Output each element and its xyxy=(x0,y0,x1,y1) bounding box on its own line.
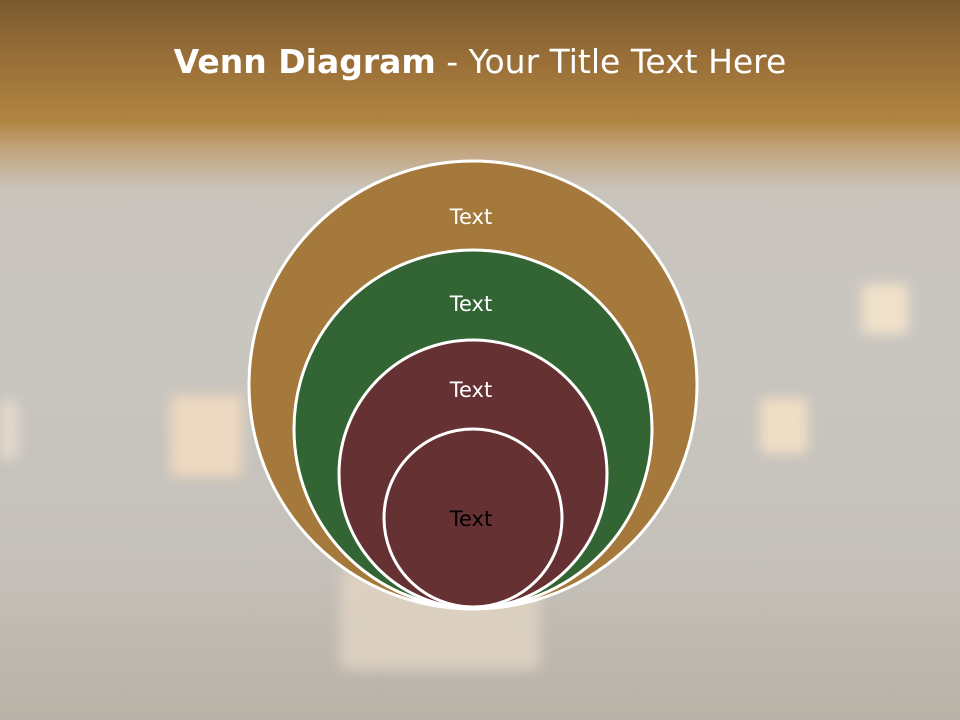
venn-circle-label-2: Text xyxy=(449,292,492,316)
background-light xyxy=(170,395,242,477)
title-rest: - Your Title Text Here xyxy=(435,42,787,81)
title-bold: Venn Diagram xyxy=(173,42,436,81)
venn-circle-4 xyxy=(382,427,564,609)
venn-circle-label-4: Text xyxy=(449,507,492,531)
venn-circle-label-1: Text xyxy=(449,205,492,229)
background-light xyxy=(0,400,18,460)
page-title: Venn Diagram - Your Title Text Here xyxy=(0,40,960,84)
background-light xyxy=(862,284,908,334)
background-light xyxy=(760,398,808,454)
venn-circle-label-3: Text xyxy=(449,378,492,402)
